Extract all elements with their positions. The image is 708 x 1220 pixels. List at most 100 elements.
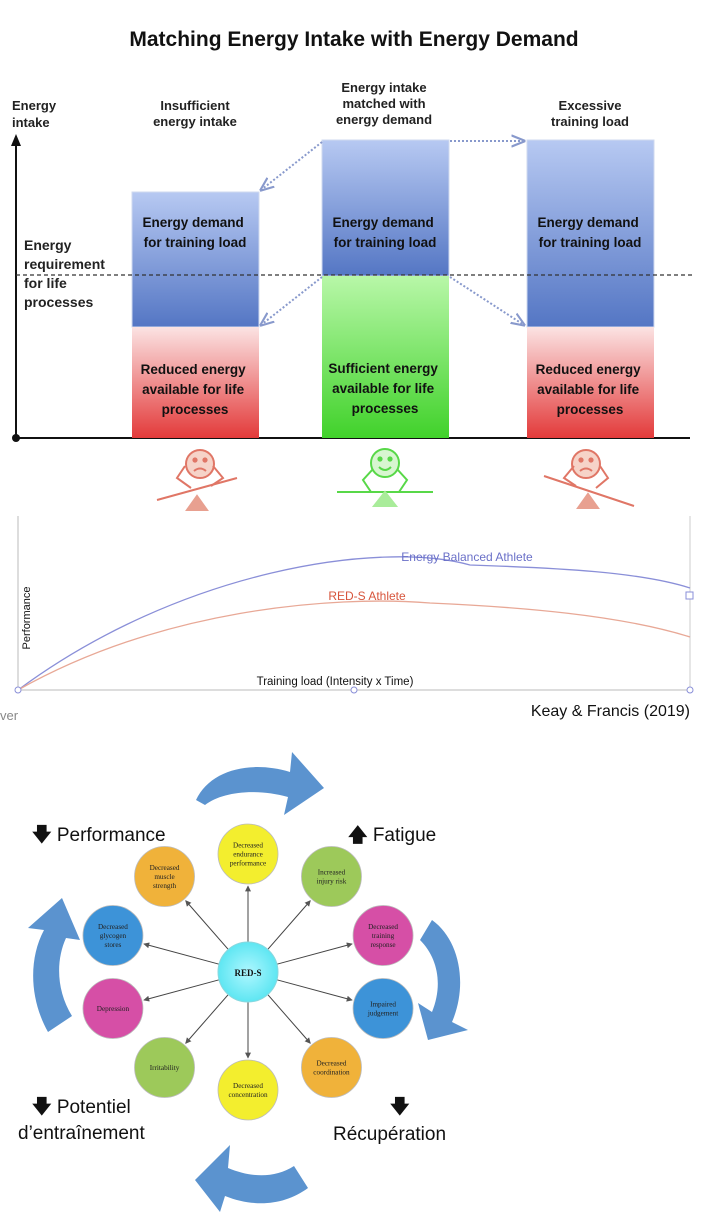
reds-connector-arrow [185,994,229,1044]
reds-node-label-line: Decreased [316,1059,346,1067]
column-header-line: matched with [342,96,426,111]
available-text-line: Reduced energy [141,362,247,377]
reds-connector-arrow [276,942,353,965]
cycle-arrow-bottom [195,1145,308,1212]
cycle-arrow-right [418,920,468,1040]
reds-node-label: Irritability [150,1064,180,1072]
demand-text-line: Energy demand [537,215,638,230]
reds-node-label-line: muscle [154,873,174,881]
reds-node-label-line: performance [230,860,266,868]
chart-x-label: Training load (Intensity x Time) [257,676,414,688]
cycle-label-text: d’entraînement [18,1123,145,1144]
connector-arrow [261,276,323,325]
demand-text-insufficient: Energy demand for training load [142,215,247,250]
available-text-line: processes [352,401,419,416]
requirement-label-line: Energy [24,237,72,253]
cycle-label-potential: 🡇 Potentiel d’entraînement [18,1095,145,1147]
column-header-insufficient: Insufficient energy intake [130,98,260,130]
happy-seesaw-icon [337,448,433,507]
series-label-energy-balanced: Energy Balanced Athlete [401,550,533,564]
reds-node-label-line: endurance [233,851,263,859]
reds-node-label-line: Decreased [233,842,263,850]
y-axis-label-line: intake [12,115,50,130]
reds-node [301,846,362,907]
column-header-matched: Energy intake matched with energy demand [318,80,450,128]
reds-connector-arrow [276,979,353,1002]
reds-node-label-line: Decreased [150,864,180,872]
reds-node [217,823,279,885]
reds-connector-arrow [143,942,220,965]
reds-node-label-line: Increased [318,869,346,877]
sad-seesaw-icon [156,449,238,511]
reds-node-label-line: Decreased [98,923,128,931]
reds-node [352,978,414,1039]
available-text-line: Reduced energy [536,362,642,377]
available-text-line: available for life [142,382,245,397]
cycle-label-text: Potentiel [56,1097,131,1118]
demand-text-line: for training load [539,235,642,250]
reds-node-label-line: response [370,941,395,949]
down-arrow-icon: 🡇 [390,1097,410,1118]
reds-node [301,1037,362,1098]
requirement-label: Energy requirement for life processes [24,236,105,312]
connector-arrow [449,276,524,325]
reds-node [134,846,195,907]
reds-node-label-line: concentration [228,1091,268,1099]
reds-node [134,1037,195,1098]
available-box-insufficient [132,327,259,438]
demand-text-line: for training load [144,235,247,250]
reds-center-label: RED-S [234,968,261,978]
cycle-arrows [28,752,468,1212]
y-axis-arrow-icon [11,134,21,146]
cycle-label-text: Performance [56,825,166,846]
reds-node-label-line: Decreased [233,1082,263,1090]
column-header-line: Excessive [558,98,622,113]
demand-text-line: Energy demand [332,215,433,230]
curve-energy-balanced [17,556,691,691]
chart-handle [350,686,358,694]
available-text-matched: Sufficient energy available for life pro… [328,361,441,416]
connector-arrow [261,141,323,190]
requirement-label-line: for life [24,275,67,291]
reds-node-label-line: glycogen [100,932,127,940]
sad-seesaw-icon [543,449,635,509]
demand-text-excessive: Energy demand for training load [537,215,642,250]
cycle-label-text: Fatigue [372,825,437,846]
cycle-arrow-left [28,898,80,1032]
available-text-line: processes [557,402,624,417]
column-header-line: Energy intake [341,80,427,95]
reds-node-label-line: coordination [313,1068,350,1076]
reds-node-label-line: Impaired [370,1000,396,1008]
available-box-excessive [527,327,654,438]
reds-node-label-line: training [372,932,395,940]
available-text-line: available for life [537,382,640,397]
chart-handle [685,591,694,600]
reds-center-node [217,941,279,1003]
reds-connector-arrow [143,979,220,1002]
performance-chart: Energy Balanced Athlete RED-S Athlete Tr… [14,516,694,694]
reds-node-label-line: Depression [97,1005,130,1013]
reds-node [82,905,144,966]
chart-handle [14,686,22,694]
reds-node [352,905,414,966]
y-axis-label-line: Energy [12,98,57,113]
partial-text: ver [0,708,19,723]
reds-node [82,978,144,1039]
column-header-line: energy demand [335,112,433,127]
reds-connector-arrow [267,900,311,950]
available-text-line: available for life [332,381,435,396]
available-text-excessive: Reduced energy available for life proces… [536,362,645,417]
curve-reds [17,600,691,691]
citation: Keay & Francis (2019) [530,703,690,720]
column-header-excessive: Excessive training load [525,98,655,130]
cycle-label-recovery: Récupération [333,1124,447,1145]
reds-node-label-line: injury risk [317,878,347,886]
cycle-label-fatigue: 🡅 Fatigue [348,821,436,853]
